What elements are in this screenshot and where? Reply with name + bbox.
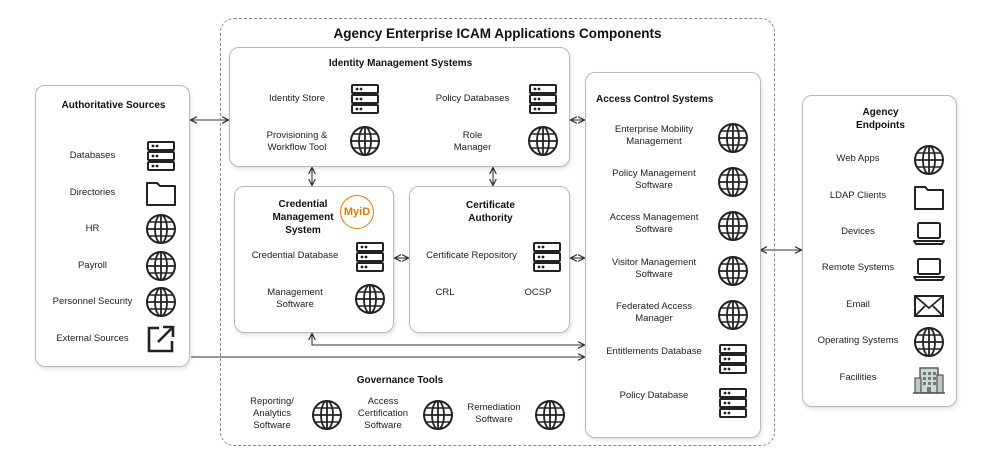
- remediation-label: Remediation Software: [467, 402, 521, 425]
- globe-icon: [912, 143, 946, 177]
- access-item-access-management: Access Management Software: [609, 212, 699, 235]
- globe-icon: [716, 298, 750, 332]
- server-icon: [353, 240, 387, 274]
- globe-icon: [533, 398, 567, 432]
- source-personnel-security: Personnel Security: [52, 296, 133, 307]
- folder-icon: [144, 176, 178, 210]
- crl-label: CRL: [435, 287, 455, 298]
- access-item-entitlements-database: Entitlements Database: [606, 346, 702, 357]
- server-icon: [526, 82, 560, 116]
- access-item-policy-management: Policy Management Software: [612, 168, 696, 191]
- access-certification-label: Access Certification Software: [357, 396, 409, 431]
- laptop-icon: [912, 216, 946, 250]
- endpoint-ldap-clients: LDAP Clients: [829, 190, 887, 201]
- role-manager-label: Role Manager: [453, 130, 492, 153]
- server-icon: [144, 139, 178, 173]
- agency-endpoints-panel: Agency Endpoints: [802, 95, 957, 407]
- laptop-icon: [912, 252, 946, 286]
- globe-icon: [912, 325, 946, 359]
- certificate-authority-title: Certificate Authority: [466, 200, 515, 224]
- access-item-policy-database: Policy Database: [619, 390, 689, 401]
- reporting-analytics-label: Reporting/ Analytics Software: [250, 396, 294, 431]
- access-item-federated-access: Federated Access Manager: [615, 301, 693, 324]
- credential-management-title: Credential Management System: [272, 199, 334, 236]
- globe-icon: [144, 285, 178, 319]
- globe-icon: [144, 249, 178, 283]
- credential-database-label: Credential Database: [251, 250, 339, 261]
- globe-icon: [310, 398, 344, 432]
- globe-icon: [716, 209, 750, 243]
- globe-icon: [144, 212, 178, 246]
- envelope-icon: [912, 289, 946, 323]
- source-payroll: Payroll: [77, 260, 108, 271]
- folder-icon: [912, 180, 946, 214]
- access-item-enterprise-mobility: Enterprise Mobility Management: [614, 124, 694, 147]
- globe-icon: [421, 398, 455, 432]
- access-control-title: Access Control Systems: [596, 94, 714, 105]
- authoritative-sources-title: Authoritative Sources: [61, 100, 166, 111]
- endpoint-devices: Devices: [841, 226, 875, 237]
- identity-management-title: Identity Management Systems: [328, 58, 473, 69]
- enterprise-icam-container: [220, 18, 775, 446]
- server-icon: [530, 240, 564, 274]
- policy-databases-label: Policy Databases: [435, 93, 510, 104]
- endpoint-web-apps: Web Apps: [836, 153, 880, 164]
- myid-logo: MyiD: [340, 195, 374, 229]
- endpoint-operating-systems: Operating Systems: [817, 335, 899, 346]
- access-control-panel: Access Control Systems: [585, 72, 761, 438]
- server-icon: [716, 386, 750, 420]
- provisioning-label: Provisioning & Workflow Tool: [266, 130, 328, 153]
- globe-icon: [716, 254, 750, 288]
- globe-icon: [353, 282, 387, 316]
- server-icon: [716, 342, 750, 376]
- globe-icon: [526, 124, 560, 158]
- source-external-sources: External Sources: [56, 333, 129, 344]
- endpoint-facilities: Facilities: [839, 372, 877, 383]
- access-item-visitor-management: Visitor Management Software: [611, 257, 697, 280]
- identity-store-label: Identity Store: [269, 93, 325, 104]
- identity-management-panel: Identity Management Systems: [229, 47, 570, 167]
- certificate-repository-label: Certificate Repository: [426, 250, 517, 261]
- source-databases: Databases: [69, 150, 116, 161]
- endpoint-email: Email: [846, 299, 870, 310]
- endpoint-remote-systems: Remote Systems: [821, 262, 895, 273]
- management-software-label: Management Software: [267, 287, 323, 310]
- source-hr: HR: [85, 223, 100, 234]
- source-directories: Directories: [69, 187, 116, 198]
- ocsp-label: OCSP: [524, 287, 552, 298]
- globe-icon: [716, 121, 750, 155]
- server-icon: [348, 82, 382, 116]
- building-icon: [912, 362, 946, 396]
- diagram-title: Agency Enterprise ICAM Applications Comp…: [333, 26, 662, 41]
- agency-endpoints-title: Agency Endpoints: [856, 107, 905, 131]
- globe-icon: [716, 165, 750, 199]
- governance-tools-title: Governance Tools: [356, 375, 444, 386]
- certificate-authority-panel: Certificate Authority: [409, 186, 570, 333]
- external-link-icon: [144, 322, 178, 356]
- authoritative-sources-panel: Authoritative Sources: [35, 85, 190, 367]
- globe-icon: [348, 124, 382, 158]
